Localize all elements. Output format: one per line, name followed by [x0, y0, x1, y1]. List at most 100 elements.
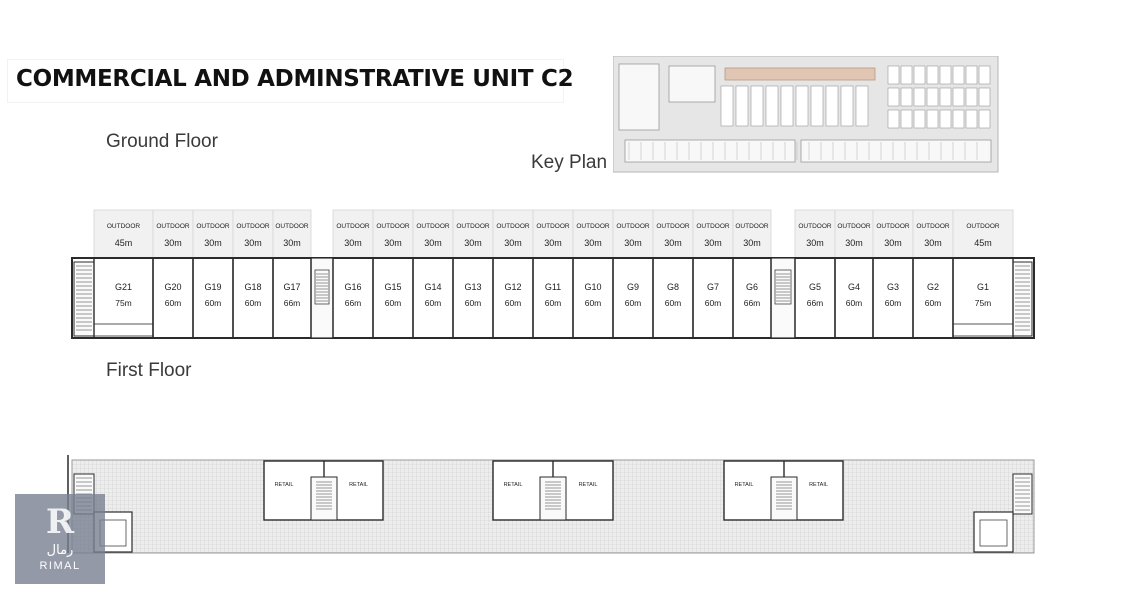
outdoor-area [93, 209, 154, 259]
unit-area: 66m [284, 298, 301, 308]
retail-label: RETAIL [504, 482, 523, 488]
outdoor-area-value: 30m [283, 238, 301, 248]
key-plan-block [887, 65, 900, 85]
key-plan-highlight [724, 67, 876, 81]
logo-arabic-text: رمال [46, 542, 74, 557]
unit-cell [952, 257, 1014, 339]
key-plan-label: Key Plan [531, 152, 608, 173]
retail-stair-core [539, 476, 567, 521]
key-plan-block [978, 87, 991, 107]
unit-area: 66m [807, 298, 824, 308]
outdoor-area-value: 30m [924, 238, 942, 248]
outdoor-area-value: 45m [974, 238, 992, 248]
outdoor-area [232, 209, 274, 259]
key-plan-block [720, 85, 734, 127]
outdoor-label: OUTDOOR [798, 223, 832, 230]
unit-id: G2 [927, 282, 939, 292]
outdoor-label: OUTDOOR [837, 223, 871, 230]
left-stair-block [73, 261, 95, 337]
key-plan-block [855, 85, 869, 127]
unit-area: 66m [744, 298, 761, 308]
outdoor-area-value: 30m [884, 238, 902, 248]
key-plan-building [668, 65, 716, 103]
stair-core-frame [774, 269, 792, 305]
outdoor-label: OUTDOOR [536, 223, 570, 230]
title-box [8, 60, 563, 102]
outdoor-area-value: 30m [344, 238, 362, 248]
key-plan-block [780, 85, 794, 127]
key-plan-block [952, 109, 965, 129]
key-plan-block [965, 87, 978, 107]
key-plan-block [825, 85, 839, 127]
outdoor-area-value: 30m [464, 238, 482, 248]
outdoor-area [952, 209, 1014, 259]
outdoor-area-value: 30m [584, 238, 602, 248]
outdoor-label: OUTDOOR [576, 223, 610, 230]
outdoor-label: OUTDOOR [656, 223, 690, 230]
retail-label: RETAIL [809, 482, 828, 488]
outdoor-label: OUTDOOR [275, 223, 309, 230]
logo-text: RIMAL [39, 560, 81, 572]
unit-id: G1 [977, 282, 989, 292]
first-floor-label: First Floor [106, 360, 192, 381]
outdoor-area [612, 209, 654, 259]
unit-area: 60m [165, 298, 182, 308]
outdoor-label: OUTDOOR [496, 223, 530, 230]
outdoor-label: OUTDOOR [456, 223, 490, 230]
unit-area: 60m [846, 298, 863, 308]
key-plan-block [887, 87, 900, 107]
unit-area: 60m [585, 298, 602, 308]
unit-id: G4 [848, 282, 860, 292]
unit-area: 60m [925, 298, 942, 308]
outdoor-label: OUTDOOR [156, 223, 190, 230]
right-landing-inner [979, 519, 1008, 547]
stair-core-frame [314, 269, 330, 305]
outdoor-area-value: 30m [204, 238, 222, 248]
outdoor-label: OUTDOOR [916, 223, 950, 230]
outdoor-area [652, 209, 694, 259]
unit-area: 60m [205, 298, 222, 308]
key-plan-block [765, 85, 779, 127]
outdoor-area [794, 209, 836, 259]
outdoor-label: OUTDOOR [735, 223, 769, 230]
outdoor-area [692, 209, 734, 259]
unit-area: 60m [705, 298, 722, 308]
retail-stair-core [310, 476, 338, 521]
ground-floor-label: Ground Floor [106, 131, 218, 152]
outdoor-label: OUTDOOR [416, 223, 450, 230]
key-plan-building [618, 63, 660, 131]
outdoor-area [492, 209, 534, 259]
retail-label: RETAIL [349, 482, 368, 488]
outdoor-area [732, 209, 772, 259]
right-landing [973, 511, 1014, 553]
unit-id: G17 [283, 282, 300, 292]
key-plan-block [952, 87, 965, 107]
unit-area: 75m [975, 298, 992, 308]
unit-id: G11 [545, 282, 561, 292]
outdoor-area [572, 209, 614, 259]
outdoor-area-value: 30m [504, 238, 522, 248]
unit-id: G15 [384, 282, 401, 292]
outdoor-area [192, 209, 234, 259]
outdoor-area [872, 209, 914, 259]
key-plan-block [735, 85, 749, 127]
outdoor-label: OUTDOOR [336, 223, 370, 230]
key-plan-image [613, 56, 999, 173]
outdoor-area-value: 30m [384, 238, 402, 248]
outdoor-area [412, 209, 454, 259]
outdoor-area [912, 209, 954, 259]
outdoor-area-value: 30m [624, 238, 642, 248]
unit-id: G12 [504, 282, 521, 292]
key-plan-block [952, 65, 965, 85]
outdoor-area-value: 30m [845, 238, 863, 248]
unit-id: G7 [707, 282, 719, 292]
outdoor-area [452, 209, 494, 259]
unit-id: G21 [115, 282, 132, 292]
retail-label: RETAIL [275, 482, 294, 488]
key-plan-block [840, 85, 854, 127]
unit-area: 75m [115, 298, 132, 308]
outdoor-area-value: 45m [115, 238, 133, 248]
unit-id: G9 [627, 282, 639, 292]
key-plan-block [965, 109, 978, 129]
